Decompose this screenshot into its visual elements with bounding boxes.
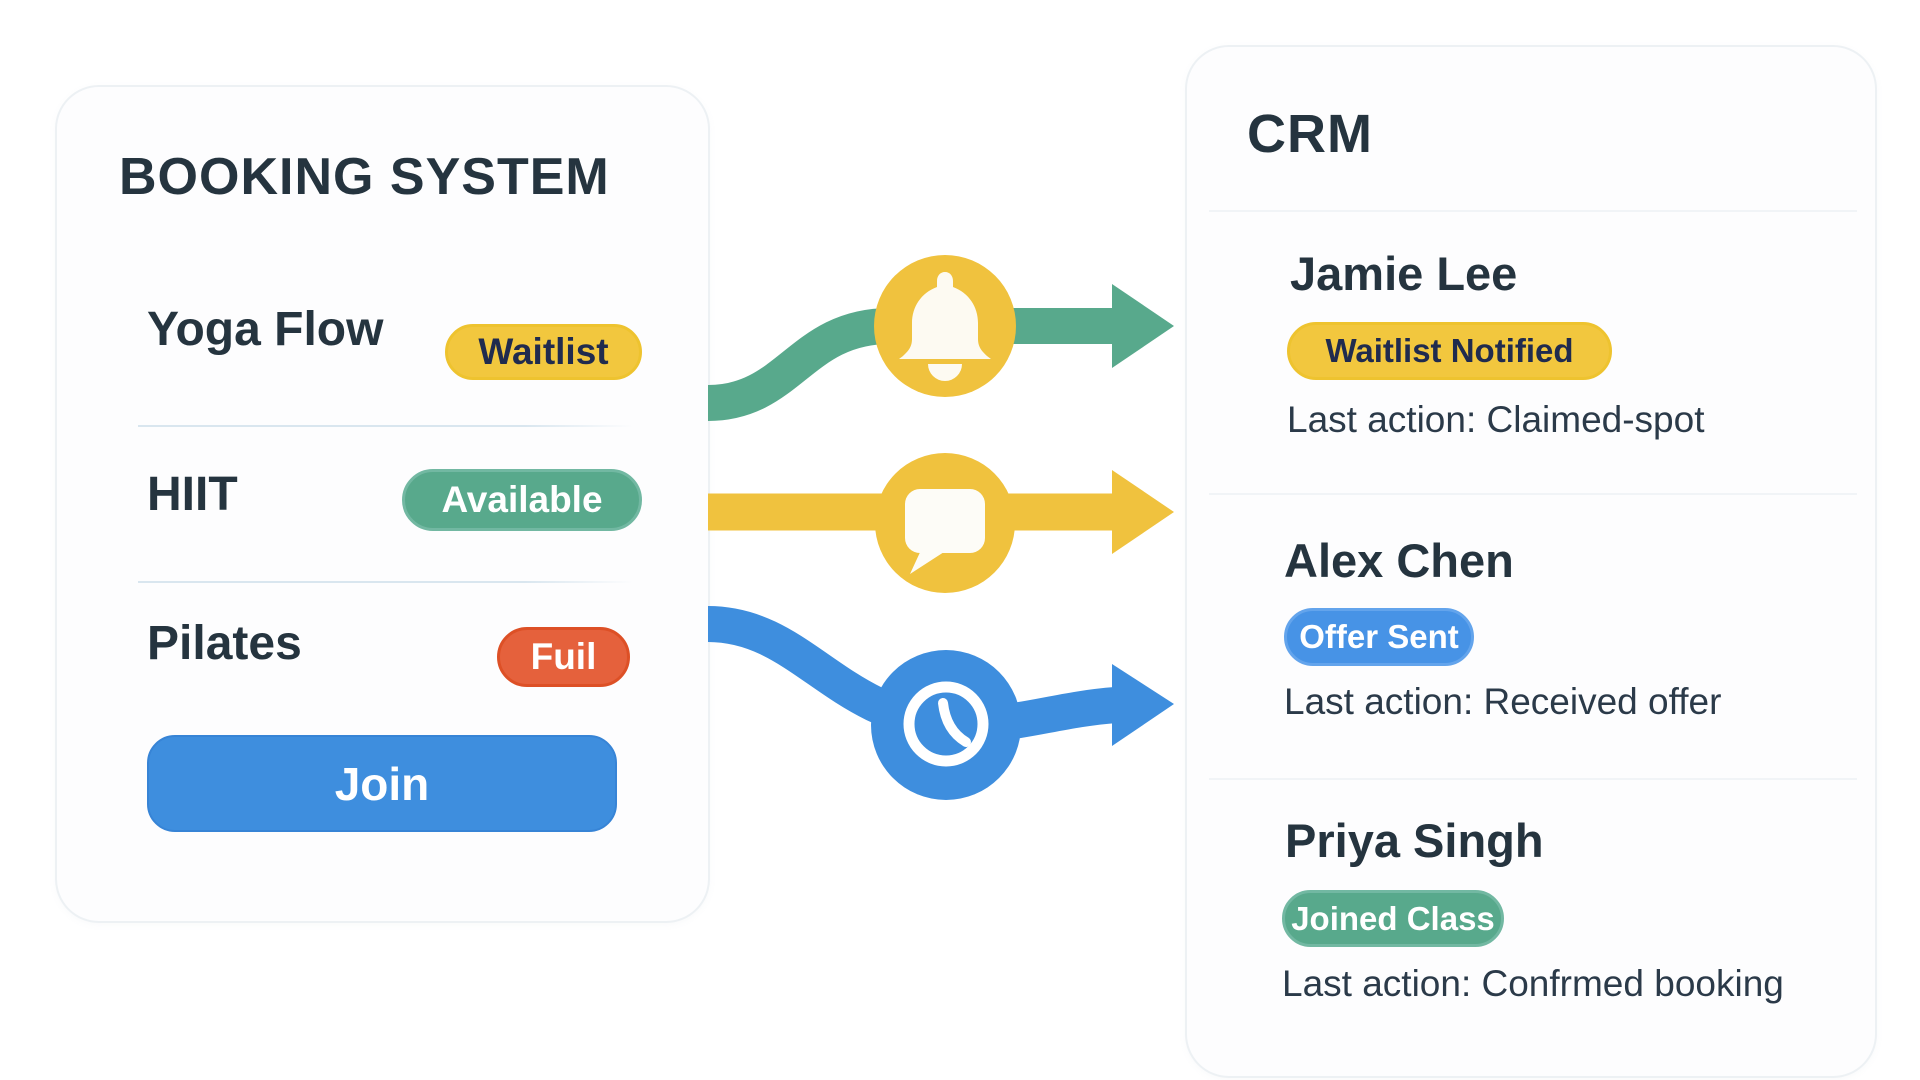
blue-flow-arrow — [707, 606, 1174, 746]
row-divider — [138, 581, 633, 583]
contact-name: Priya Singh — [1285, 814, 1544, 867]
crm-card: CRM Jamie Lee Waitlist Notified Last act… — [1185, 45, 1877, 1078]
booking-system-card: BOOKING SYSTEM Yoga Flow Waitlist HIIT A… — [55, 85, 710, 923]
join-button[interactable]: Join — [147, 735, 617, 832]
section-divider — [1209, 210, 1857, 212]
crm-title: CRM — [1247, 104, 1373, 164]
contact-status-badge: Waitlist Notified — [1287, 322, 1612, 380]
section-divider — [1209, 493, 1857, 495]
contact-status-badge: Offer Sent — [1284, 608, 1474, 666]
clock-icon — [871, 650, 1021, 800]
yellow-flow-arrow — [708, 470, 1174, 554]
contact-name: Alex Chen — [1284, 534, 1514, 587]
chat-icon — [875, 453, 1015, 593]
section-divider — [1209, 778, 1857, 780]
row-divider — [138, 425, 633, 427]
contact-name: Jamie Lee — [1290, 247, 1518, 300]
status-badge-waitlist: Waitlist — [445, 324, 642, 380]
contact-last-action: Last action: Received offer — [1284, 681, 1722, 722]
class-name: Yoga Flow — [147, 303, 384, 356]
contact-status-badge: Joined Class — [1282, 890, 1504, 947]
contact-last-action: Last action: Claimed-spot — [1287, 399, 1705, 440]
status-badge-full: Fuil — [497, 627, 630, 687]
class-name: HIIT — [147, 468, 238, 521]
bell-icon — [874, 255, 1016, 397]
class-name: Pilates — [147, 617, 302, 670]
contact-last-action: Last action: Confrmed booking — [1282, 963, 1784, 1004]
green-flow-arrow — [707, 284, 1174, 421]
status-badge-available: Available — [402, 469, 642, 531]
booking-system-title: BOOKING SYSTEM — [119, 148, 610, 206]
